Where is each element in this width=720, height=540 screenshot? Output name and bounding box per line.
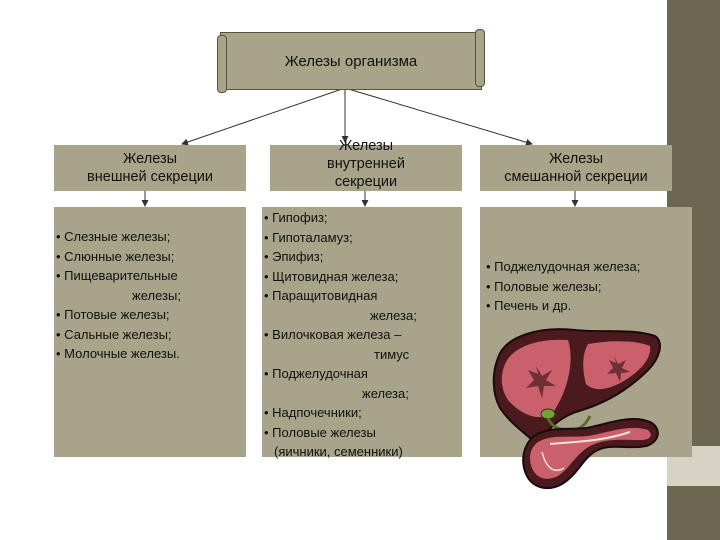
list-item: Эпифиз; bbox=[264, 247, 462, 267]
list-item: Сальные железы; bbox=[56, 325, 246, 345]
header-endocrine: Железы внутренней секреции bbox=[270, 138, 462, 191]
list-item: Гипоталамуз; bbox=[264, 228, 462, 248]
scroll-curl-right bbox=[475, 29, 485, 87]
arrow-to-exocrine bbox=[181, 87, 346, 146]
panel-exocrine: Слезные железы; Слюнные железы; Пищевари… bbox=[54, 207, 246, 457]
header-line: секреции bbox=[334, 174, 398, 190]
side-bar-accent-bottom bbox=[667, 500, 720, 540]
arrow-to-mixed bbox=[344, 87, 533, 146]
header-exocrine: Железы внешней секреции bbox=[54, 145, 246, 191]
scroll-curl-left bbox=[217, 35, 227, 93]
list-item: Слезные железы; bbox=[56, 227, 246, 247]
list-item: Печень и др. bbox=[486, 296, 692, 316]
list-item: Гипофиз; bbox=[264, 208, 462, 228]
header-line: внешней секреции bbox=[87, 169, 213, 185]
header-line: Железы bbox=[122, 151, 178, 167]
header-mixed: Железы смешанной секреции bbox=[480, 145, 672, 191]
list-item: Щитовидная железа; bbox=[264, 267, 462, 287]
header-line: внутренней bbox=[327, 156, 405, 172]
list-item: Надпочечники; bbox=[264, 403, 462, 423]
list-item: Потовые железы; bbox=[56, 305, 246, 325]
panel-endocrine: Гипофиз; Гипоталамуз; Эпифиз; Щитовидная… bbox=[262, 207, 462, 459]
header-line: смешанной секреции bbox=[504, 169, 648, 185]
list-item: Молочные железы. bbox=[56, 344, 246, 364]
list-item: Вилочковая железа –тимус bbox=[264, 325, 462, 364]
list-item: Слюнные железы; bbox=[56, 247, 246, 267]
header-line: Железы bbox=[548, 151, 604, 167]
header-line: Железы bbox=[338, 138, 394, 154]
root-title: Железы организма bbox=[284, 52, 418, 70]
list-item: Поджелудочная железа; bbox=[486, 257, 692, 277]
liver-pancreas-illustration bbox=[492, 328, 661, 490]
root-node: Железы организма bbox=[217, 29, 485, 93]
list-item: Половые железы; bbox=[486, 277, 692, 297]
list-item: Половые железы(яичники, семенники) bbox=[264, 423, 462, 462]
